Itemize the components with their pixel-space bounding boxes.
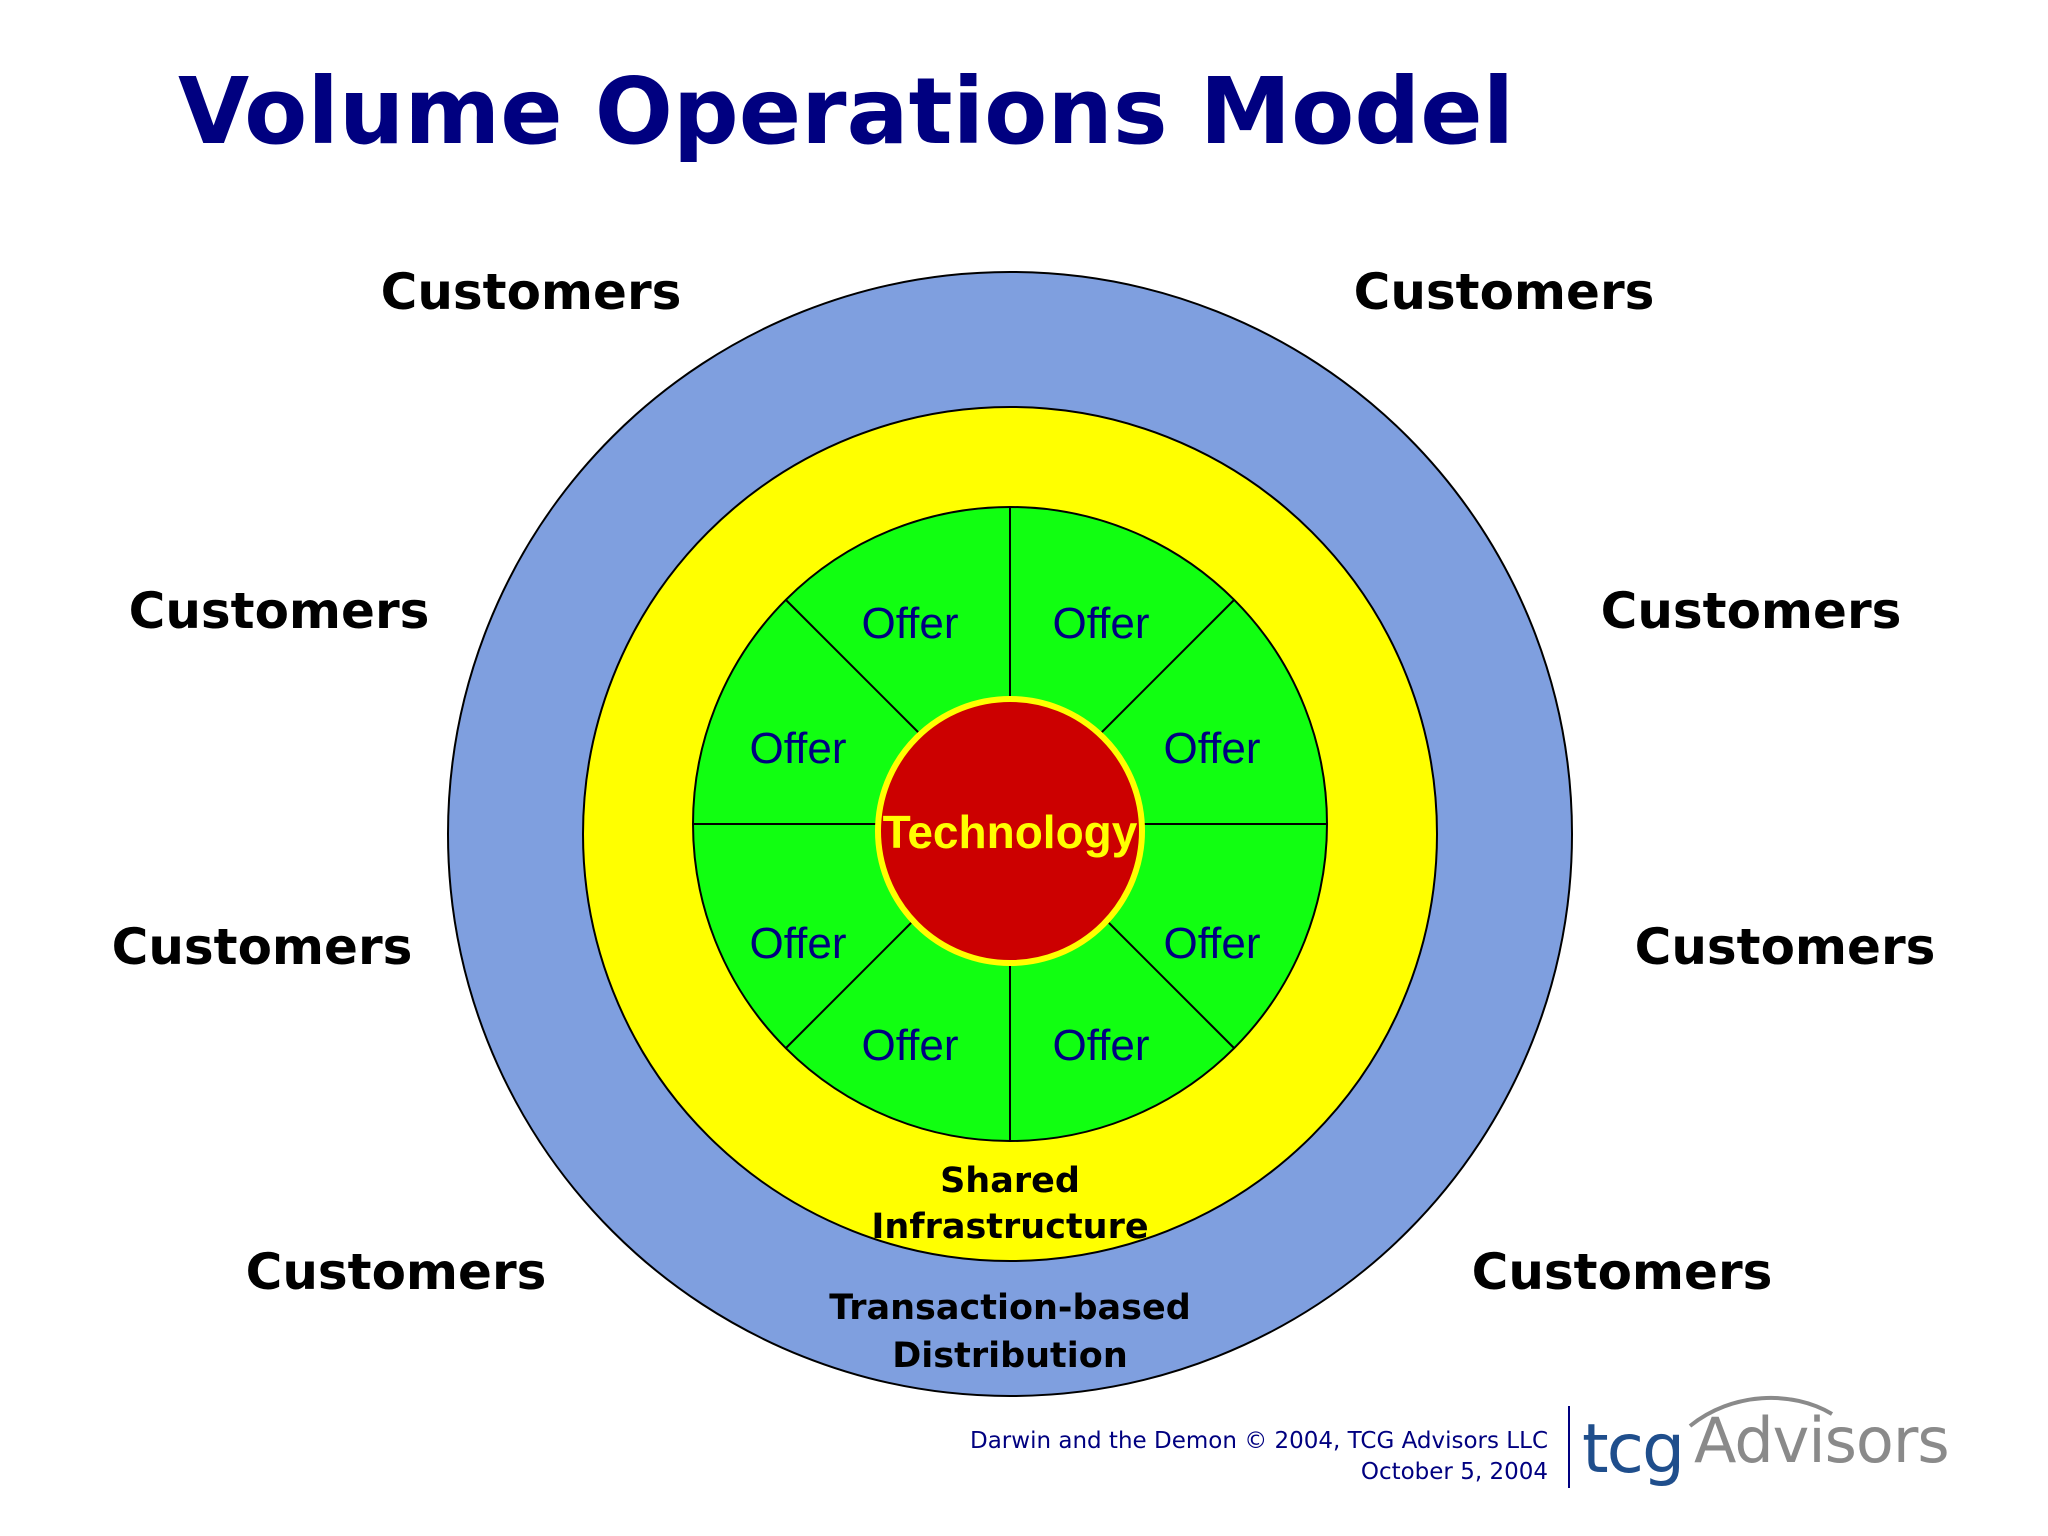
offer-label-top-right: Offer — [1052, 599, 1149, 648]
offer-divider-top-right — [1099, 599, 1235, 735]
offer-dividers — [693, 507, 1327, 1141]
logo-mark: tcg — [1582, 1410, 1685, 1489]
footer-date: October 5, 2004 — [1360, 1459, 1548, 1485]
offer-label-bottom-right: Offer — [1052, 1021, 1149, 1070]
distribution-label-line2: Distribution — [892, 1336, 1128, 1376]
customers-label-lower-left: Customers — [111, 918, 413, 976]
offer-label-bottom-left: Offer — [861, 1021, 958, 1070]
footer-divider — [1568, 1406, 1570, 1488]
infrastructure-label-line1: Shared — [940, 1161, 1080, 1201]
offer-label-lower-right: Offer — [1163, 919, 1260, 968]
tcg-advisors-logo: tcg Advisors — [1582, 1392, 1950, 1502]
customers-label-upper-right: Customers — [1600, 582, 1902, 640]
customers-label-lower-right: Customers — [1634, 918, 1936, 976]
page-title: Volume Operations Model — [178, 58, 1515, 165]
technology-core — [875, 696, 1145, 966]
distribution-label-line1: Transaction-based — [829, 1288, 1191, 1328]
customers-label-top-right: Customers — [1353, 263, 1655, 321]
logo-word: Advisors — [1694, 1404, 1950, 1477]
offer-label-top-left: Offer — [861, 599, 958, 648]
customers-label-upper-left: Customers — [128, 582, 430, 640]
offer-divider-bottom-right — [1099, 913, 1235, 1049]
offer-divider-top-left — [785, 599, 921, 735]
customers-label-bottom-left: Customers — [245, 1243, 547, 1301]
offer-label-upper-left: Offer — [749, 724, 846, 773]
footer-copyright: Darwin and the Demon © 2004, TCG Advisor… — [970, 1428, 1548, 1454]
offer-label-lower-left: Offer — [749, 919, 846, 968]
logo-swoosh-icon — [1688, 1395, 1834, 1428]
customers-label-top-left: Customers — [380, 263, 682, 321]
infrastructure-label-line2: Infrastructure — [871, 1207, 1148, 1247]
offer-label-upper-right: Offer — [1163, 724, 1260, 773]
technology-label: Technology — [883, 806, 1138, 858]
offer-divider-bottom-left — [785, 913, 921, 1049]
footer-credit: Darwin and the Demon © 2004, TCG Advisor… — [970, 1426, 1548, 1488]
customers-label-bottom-right: Customers — [1471, 1243, 1773, 1301]
